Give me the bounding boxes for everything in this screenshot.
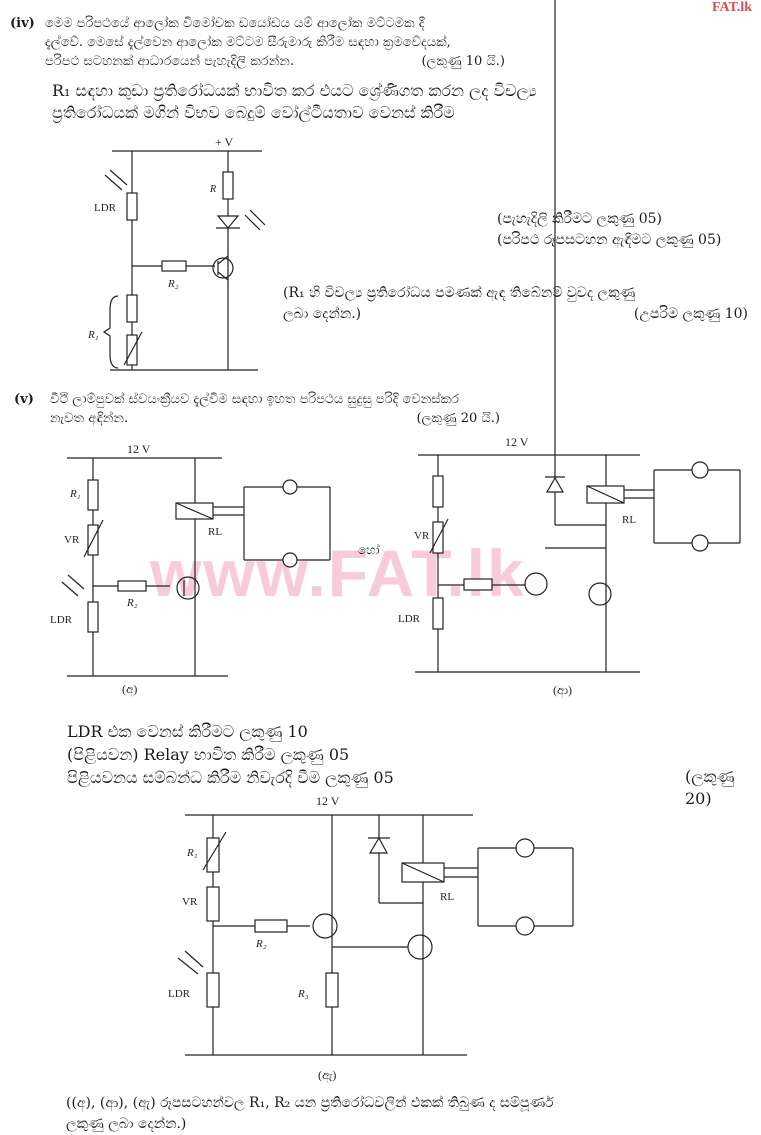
note-line: ලබා දෙන්න.) <box>283 306 362 322</box>
svg-text:VR: VR <box>64 534 80 546</box>
svg-text:RL: RL <box>440 891 454 903</box>
answer-line: ප්‍රතිරෝධයක් මගින් විභව බෙදුම් වෝල්ටීයතා… <box>52 103 455 122</box>
watermark: www.FAT.lk <box>150 536 526 610</box>
footer-line: ලකුණු ලබා දෙන්න.) <box>66 1116 187 1132</box>
part-iv-label: (iv) <box>10 16 35 31</box>
svg-text:LDR: LDR <box>50 614 73 626</box>
svg-text:R₁: R₁ <box>87 329 99 341</box>
svg-text:R₂: R₂ <box>167 278 179 290</box>
part-iv-question: මෙම පරිපථයේ ආලෝක විමෝචක ඩයෝඩය යම් ආලෝක ම… <box>45 14 505 71</box>
max-marks: (උපරිම ලකුණු 10) <box>633 306 748 322</box>
or-label: හෝ <box>358 543 380 557</box>
svg-text:R₂: R₂ <box>255 938 267 950</box>
svg-text:R₁: R₁ <box>69 488 81 500</box>
caption-a: (අ) <box>122 682 137 697</box>
part-iv-mark-notes: (පැහැදිලි කිරීමට ලකුණු 05) (පරිපථ රූපසටහ… <box>497 209 721 251</box>
svg-text:RL: RL <box>622 514 636 526</box>
answer-line: (පිළියවන) Relay භාවිත කිරීම ලකුණු 05 <box>67 745 350 764</box>
part-v-answer: LDR එක වෙනස් කිරීමට ලකුණු 10 (පිළියවන) R… <box>67 720 394 789</box>
part-v-question: වීථි ලාම්පුවක් ස්වයංක්‍රීයව දැල්වීම සඳහා… <box>50 390 500 428</box>
caption-aa: (ආ) <box>553 683 572 698</box>
svg-text:R₂: R₂ <box>126 597 138 609</box>
site-logo[interactable]: FAT.lk <box>712 0 753 15</box>
svg-text:LDR: LDR <box>168 988 191 1000</box>
question-line: නැවත අඳින්න. <box>50 411 129 426</box>
svg-text:LDR: LDR <box>94 202 117 214</box>
svg-text:R₁: R₁ <box>186 847 198 859</box>
footer-note: ((අ), (ආ), (ඇ) රූපසටහන්වල R₁, R₂ යන ප්‍ර… <box>66 1093 554 1135</box>
mark-note: (පැහැදිලි කිරීමට ලකුණු 05) <box>497 211 663 227</box>
svg-text:R: R <box>209 184 216 195</box>
total-marks: (ලකුණු 20) <box>685 767 735 808</box>
note-line: (R₁ හි විචල්‍ය ප්‍රතිරෝධය පමණක් ඇඳ තිබේන… <box>283 285 636 301</box>
supply-label: + V <box>215 135 234 149</box>
caption-ae: (ඇ) <box>318 1068 336 1083</box>
question-line: පරිපථ සටහනක් ආධාරයෙන් පැහැදිලි කරන්න. (ල… <box>45 54 505 69</box>
answer-line: LDR එක වෙනස් කිරීමට ලකුණු 10 <box>67 722 308 741</box>
mark-note: (පරිපථ රූපසටහන ඇඳීමට ලකුණු 05) <box>497 232 722 248</box>
marks-label: (ලකුණු 20 යි.) <box>416 411 500 426</box>
svg-text:12 V: 12 V <box>127 442 151 456</box>
svg-text:R₃: R₃ <box>297 988 309 1000</box>
question-line: දැල්වේ. මෙසේ දැල්වෙන ආලෝක මට්ටම සීරුමාරු… <box>45 35 451 50</box>
footer-line: ((අ), (ආ), (ඇ) රූපසටහන්වල R₁, R₂ යන ප්‍ර… <box>66 1095 554 1111</box>
svg-text:12 V: 12 V <box>316 794 340 808</box>
part-iv-note: (R₁ හි විචල්‍ය ප්‍රතිරෝධය පමණක් ඇඳ තිබේන… <box>283 283 748 325</box>
marks-label: (ලකුණු 10 යි.) <box>421 54 505 69</box>
question-line: වීථි ලාම්පුවක් ස්වයංක්‍රීයව දැල්වීම සඳහා… <box>50 392 459 407</box>
question-line: මෙම පරිපථයේ ආලෝක විමෝචක ඩයෝඩය යම් ආලෝක ම… <box>45 16 425 31</box>
svg-text:LDR: LDR <box>398 613 421 625</box>
answer-line: R₁ සඳහා කුඩා ප්‍රතිරෝධයක් භාවිත කර එයට ශ… <box>52 81 537 100</box>
svg-text:VR: VR <box>182 896 198 908</box>
svg-text:12 V: 12 V <box>505 435 529 449</box>
answer-line: පිළියවනය සම්බන්ධ කිරීම නිවැරදි වීම ලකුණු… <box>67 768 394 787</box>
part-iv-answer: R₁ සඳහා කුඩා ප්‍රතිරෝධයක් භාවිත කර එයට ශ… <box>52 80 537 124</box>
part-v-label: (v) <box>14 392 34 407</box>
